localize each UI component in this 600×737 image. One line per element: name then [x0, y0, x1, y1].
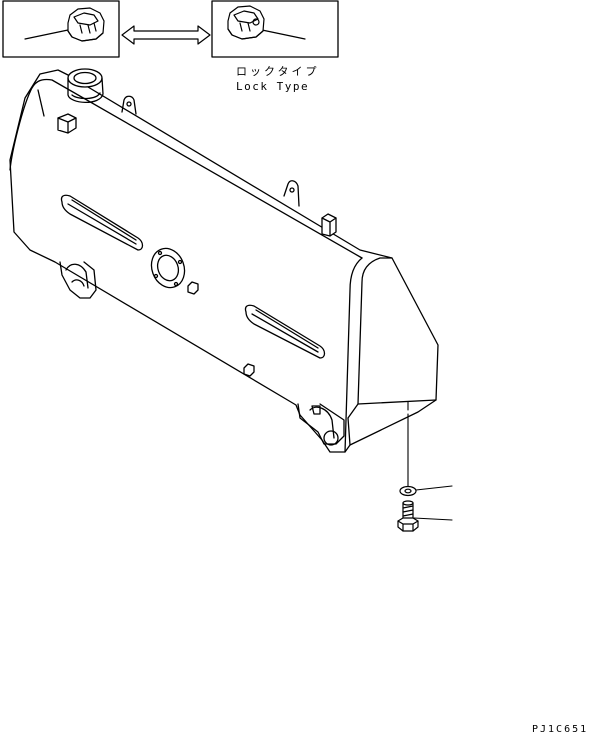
- washer-icon: [400, 487, 416, 496]
- boss: [244, 364, 254, 376]
- lifting-eye: [122, 96, 136, 114]
- filler-neck: [68, 69, 103, 102]
- leader-line: [25, 30, 68, 39]
- inset-frame-left: [3, 1, 119, 57]
- mount-block: [322, 214, 336, 236]
- lock-type-label-jp: ロックタイプ: [236, 65, 320, 78]
- inset-lock-type-cap: [212, 1, 338, 57]
- boss: [188, 282, 198, 294]
- bolt-leader: [414, 518, 452, 520]
- gauge-flange: [146, 244, 190, 293]
- sight-window-right: [245, 305, 324, 358]
- lock-cap-icon: [228, 6, 264, 39]
- lock-type-label-en: Lock Type: [236, 80, 310, 93]
- inset-standard-cap: [3, 1, 119, 57]
- cap-icon: [68, 8, 104, 41]
- mount-foot-left: [60, 262, 96, 298]
- leader-line: [262, 30, 305, 39]
- bolt-icon: [398, 501, 418, 531]
- sight-window-left: [61, 195, 142, 250]
- drain-parts: [398, 402, 452, 531]
- washer-leader: [416, 486, 452, 490]
- lifting-eye: [284, 181, 299, 206]
- mount-block: [58, 114, 76, 133]
- double-arrow: [122, 26, 210, 44]
- fuel-tank: [10, 69, 438, 452]
- figure-code: PJ1C651: [532, 724, 589, 735]
- inset-frame-right: [212, 1, 338, 57]
- keyhole-icon: [253, 19, 259, 25]
- mount-foot-right: [298, 404, 344, 445]
- tank-outline: [10, 70, 438, 452]
